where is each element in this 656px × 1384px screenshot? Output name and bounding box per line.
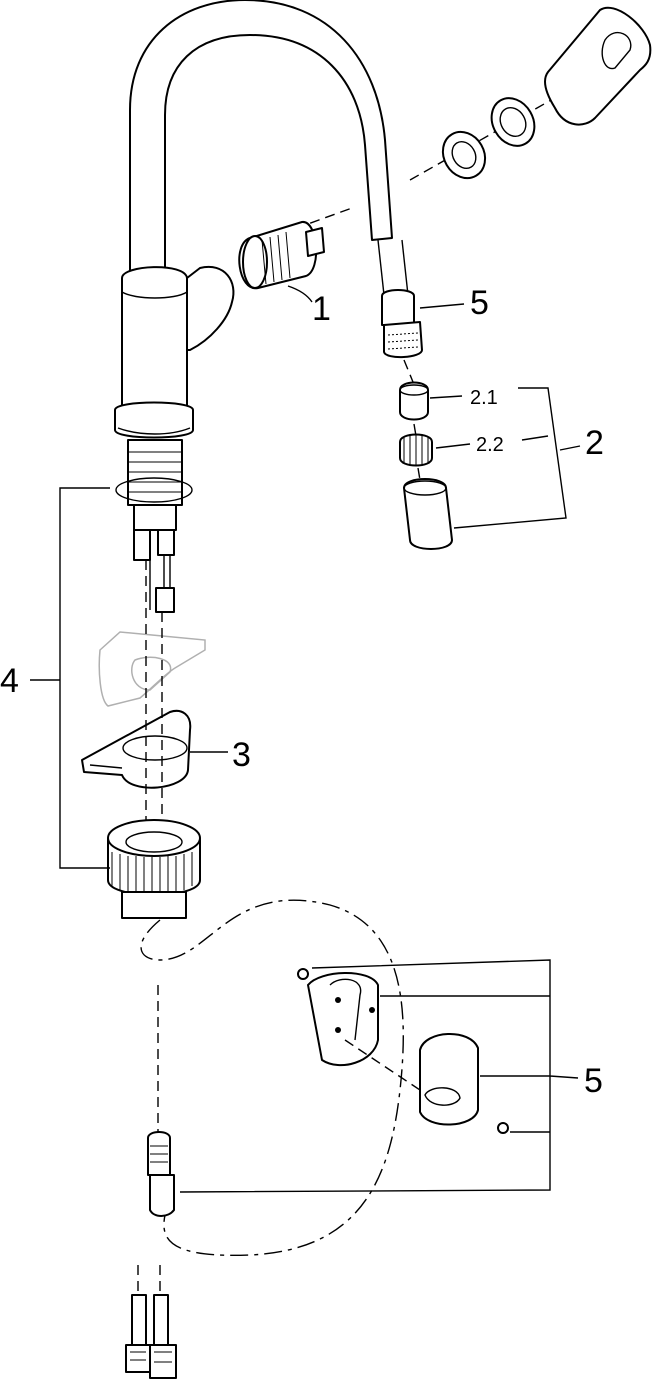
bracket-5-bottom xyxy=(179,959,579,1193)
bracket-4 xyxy=(30,487,110,869)
supply-hoses xyxy=(125,1265,177,1379)
faucet-spout xyxy=(129,0,409,296)
leader-5-top xyxy=(419,303,465,309)
label-aerator-set: 2 xyxy=(585,424,604,462)
label-mounting-bracket: 3 xyxy=(232,736,251,774)
leader-1 xyxy=(287,285,313,303)
spray-head-parts xyxy=(409,6,652,181)
aerator-body xyxy=(399,433,433,481)
ghost-bracket xyxy=(98,631,206,707)
label-aerator-insert: 2.1 xyxy=(470,387,498,409)
leader-2.2 xyxy=(435,443,471,449)
fixing-nut xyxy=(107,819,201,919)
label-hose-spout: 5 xyxy=(470,284,489,322)
label-fixing-set: 4 xyxy=(0,662,19,700)
bracket-2 xyxy=(453,387,581,529)
label-cartridge: 1 xyxy=(312,290,331,328)
hose-path xyxy=(140,899,404,1257)
mounting-bracket xyxy=(81,710,192,789)
faucet-body xyxy=(114,265,235,613)
label-aerator-body: 2.2 xyxy=(476,434,504,456)
cartridge xyxy=(238,207,353,290)
leader-2.1 xyxy=(429,395,463,399)
hose-connector xyxy=(381,289,423,383)
label-hose-holder: 5 xyxy=(584,1062,603,1100)
hose-holder xyxy=(297,968,509,1134)
aerator-sleeve xyxy=(403,478,453,550)
hose-weight xyxy=(147,1131,175,1217)
aerator-insert xyxy=(399,381,429,437)
